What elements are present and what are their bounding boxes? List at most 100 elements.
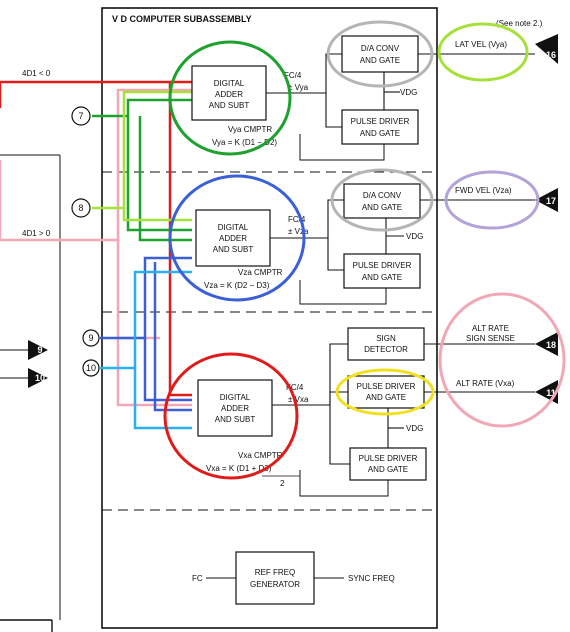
- wire-x-to-sign: [272, 343, 348, 406]
- wire-lime-8-branch: [122, 208, 192, 222]
- wire-z-to-pd: [327, 238, 344, 271]
- wire-green-7: [92, 98, 192, 118]
- highlight-blue: [168, 174, 306, 302]
- fc-input-label: FC: [192, 574, 203, 583]
- highlight-red: [163, 352, 299, 480]
- wire-sky-10-branch: [133, 270, 192, 368]
- wire-green-7-branch2: [138, 116, 192, 242]
- adder-x-line1: DIGITAL: [220, 393, 251, 402]
- wire-blue-9-branch2: [153, 262, 192, 412]
- pd-z-block: [343, 253, 421, 289]
- highlight-lavender: [444, 170, 540, 230]
- svg-text:8: 8: [78, 203, 83, 213]
- adder-y-line2: ADDER: [215, 90, 243, 99]
- adder-z-line2: ADDER: [219, 234, 247, 243]
- ref-freq-line2: GENERATOR: [250, 580, 300, 589]
- svg-text:10: 10: [86, 363, 96, 373]
- label-17: 17: [546, 196, 556, 206]
- adder-z-line3: AND SUBT: [213, 245, 254, 254]
- pd-x1-line2: AND GATE: [366, 393, 406, 402]
- z-equation: Vza = K (D2 − D3): [204, 281, 270, 290]
- label-18: 18: [546, 340, 556, 350]
- da-y-block: [341, 35, 419, 73]
- label-10: 10: [35, 373, 45, 383]
- wire-x-feedback: [299, 470, 389, 497]
- wire-x-to-pd2: [329, 405, 350, 465]
- triangle-17: [535, 188, 558, 212]
- pd-x2-line2: AND GATE: [368, 465, 408, 474]
- fc4-x-label: FC/4: [286, 383, 304, 392]
- pd-x2-line1: PULSE DRIVER: [359, 454, 418, 463]
- wire-x-to-pd1: [329, 391, 348, 405]
- sign-detector-block: [347, 327, 425, 361]
- vza-label: ± Vza: [288, 227, 309, 236]
- highlight-green: [168, 40, 292, 156]
- adder-y-block: [191, 65, 267, 121]
- adder-z-line1: DIGITAL: [218, 223, 249, 232]
- highlight-gray-da-z: [330, 168, 434, 232]
- da-y-line1: D/A CONV: [361, 44, 400, 53]
- da-z-line1: D/A CONV: [363, 191, 402, 200]
- svg-text:7: 7: [78, 111, 83, 121]
- pd-x1-line1: PULSE DRIVER: [357, 382, 416, 391]
- y-cmptr-label: Vya CMPTR: [228, 125, 272, 134]
- alt-rate-label: ALT RATE (Vxa): [456, 379, 515, 388]
- z-cmptr-label: Vza CMPTR: [238, 268, 283, 277]
- wire-z-to-da: [270, 199, 344, 239]
- fwd-vel-label: FWD VEL (Vza): [455, 186, 512, 195]
- wire-y-to-da: [266, 53, 342, 94]
- wire-sky-10: [100, 366, 192, 430]
- note-ref: (See note 2.): [496, 19, 543, 28]
- highlight-yellow: [335, 368, 435, 416]
- vya-label: ± Vya: [288, 83, 309, 92]
- pd-z-line1: PULSE DRIVER: [353, 261, 412, 270]
- triangle-16: [535, 34, 558, 64]
- da-z-block: [343, 183, 421, 219]
- pd-z-line2: AND GATE: [362, 273, 402, 282]
- fc4-y-label: FC/4: [284, 71, 302, 80]
- sign-detector-line1: SIGN: [376, 334, 396, 343]
- adder-y-line3: AND SUBT: [209, 101, 250, 110]
- input-4d1-neg: 4D1 < 0: [22, 69, 51, 78]
- wire-pink-4d1-pos: [0, 88, 192, 242]
- connector-10: 10: [82, 359, 100, 377]
- adder-x-line3: AND SUBT: [215, 415, 256, 424]
- triangle-10: [28, 368, 48, 388]
- pd-y-block: [341, 109, 419, 145]
- adder-x-block: [197, 379, 273, 437]
- triangle-9: [28, 340, 48, 360]
- x-cmptr-label: Vxa CMPTR: [238, 451, 283, 460]
- highlight-gray-da-y: [326, 20, 434, 88]
- adder-x-line2: ADDER: [221, 404, 249, 413]
- wire-blue-9-branch: [143, 338, 192, 402]
- input-4d1-pos: 4D1 > 0: [22, 229, 51, 238]
- subassembly-frame: [101, 7, 438, 629]
- alt-rate-sign-line2: SIGN SENSE: [466, 334, 515, 343]
- adder-y-line1: DIGITAL: [214, 79, 245, 88]
- ref-freq-block: [235, 551, 315, 605]
- label-11: 11: [546, 388, 556, 398]
- vdg-x-label: VDG: [406, 424, 423, 433]
- wire-z-feedback: [299, 280, 387, 305]
- pd-y-line1: PULSE DRIVER: [351, 117, 410, 126]
- connector-7: 7: [71, 106, 91, 126]
- fc4-z-label: FC/4: [288, 215, 306, 224]
- x-equation-denominator: 2: [280, 479, 285, 488]
- connector-8: 8: [71, 198, 91, 218]
- label-9: 9: [37, 345, 42, 355]
- y-equation: Vya = K (D1 − D2): [212, 138, 277, 147]
- adder-z-block: [195, 209, 271, 267]
- sync-freq-label: SYNC FREQ: [348, 574, 395, 583]
- pd-x2-block: [349, 447, 427, 481]
- wire-y-to-pd: [325, 93, 342, 128]
- ref-freq-line1: REF FREQ: [255, 568, 295, 577]
- lat-vel-label: LAT VEL (Vya): [455, 40, 507, 49]
- connector-9: 9: [82, 329, 100, 347]
- da-y-line2: AND GATE: [360, 56, 400, 65]
- x-equation: Vxa = K (D1 + D3): [206, 464, 272, 473]
- da-z-line2: AND GATE: [362, 203, 402, 212]
- pd-x1-block: [347, 375, 425, 409]
- pd-y-line2: AND GATE: [360, 129, 400, 138]
